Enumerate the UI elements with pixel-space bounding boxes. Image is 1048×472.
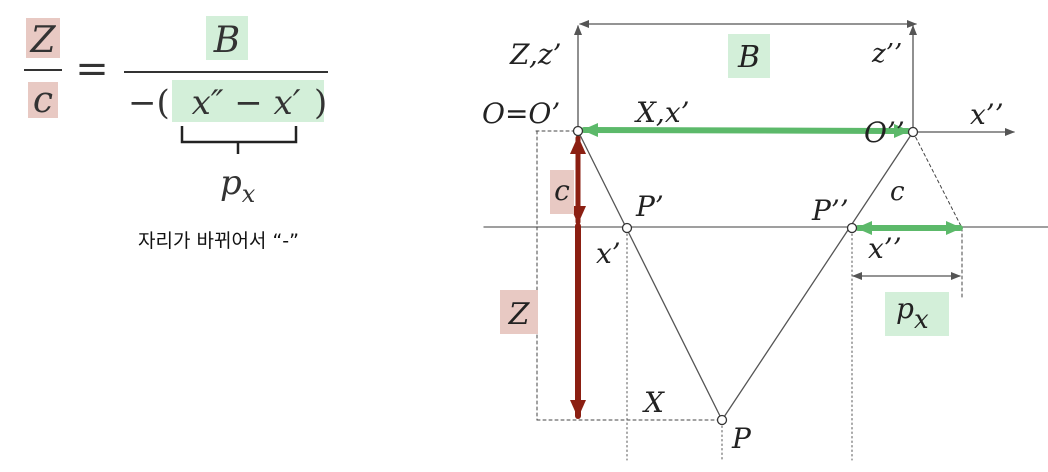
label-o2: O’’ — [864, 116, 905, 149]
formula-num-left: Z — [29, 20, 56, 61]
formula-num-right: B — [213, 20, 240, 61]
b-highlight — [206, 16, 248, 60]
ray-right — [721, 131, 914, 421]
px-label-highlight — [885, 292, 949, 336]
c-label-highlight — [550, 170, 574, 214]
label-x1: x’ — [596, 237, 621, 270]
label-p: P — [731, 422, 752, 455]
z-label-highlight — [500, 290, 538, 334]
formula-den-left: c — [33, 80, 53, 121]
point-p — [716, 414, 728, 426]
label-z-red: Z — [508, 297, 531, 332]
label-b: B — [737, 40, 760, 75]
formula-den-minus: −( — [128, 83, 170, 123]
label-p1: P’ — [635, 190, 664, 223]
diagram: Z,z’ z’’ B O=O’ X,x’ O’’ x’’ c P’ P’’ c … — [482, 20, 1048, 463]
b-green-arrow — [581, 123, 911, 138]
point-o2 — [907, 126, 919, 138]
z-highlight — [26, 18, 60, 58]
label-z2-axis: z’’ — [871, 39, 902, 69]
formula: Z c = B −( x″ − x′ ) px — [24, 16, 328, 208]
ray-left — [577, 130, 723, 421]
brace-label: px — [220, 163, 256, 208]
underbrace — [180, 126, 298, 154]
label-px: px — [896, 292, 929, 335]
label-c-right: c — [890, 177, 905, 207]
label-x: X — [642, 386, 665, 419]
label-o: O=O’ — [482, 97, 560, 130]
label-c-red: c — [554, 174, 570, 207]
label-x-axis: X,x’ — [634, 96, 690, 129]
label-p2: P’’ — [811, 194, 849, 227]
b-label-highlight — [728, 34, 770, 78]
point-o — [572, 125, 584, 137]
x-diff-highlight — [172, 80, 324, 122]
formula-den-close: ) — [314, 83, 327, 123]
point-p1 — [621, 222, 633, 234]
label-x2-axis: x’’ — [970, 98, 1004, 131]
dashed-right-diag — [912, 131, 963, 229]
label-z-axis: Z,z’ — [509, 38, 562, 71]
equals-sign: = — [75, 46, 109, 92]
caption: 자리가 바뀌어서 “-” — [138, 230, 299, 252]
formula-den-term: x″ − x′ — [192, 83, 301, 123]
label-x2-lower: x’’ — [868, 232, 902, 265]
point-p2 — [846, 222, 858, 234]
c-highlight — [28, 82, 58, 118]
